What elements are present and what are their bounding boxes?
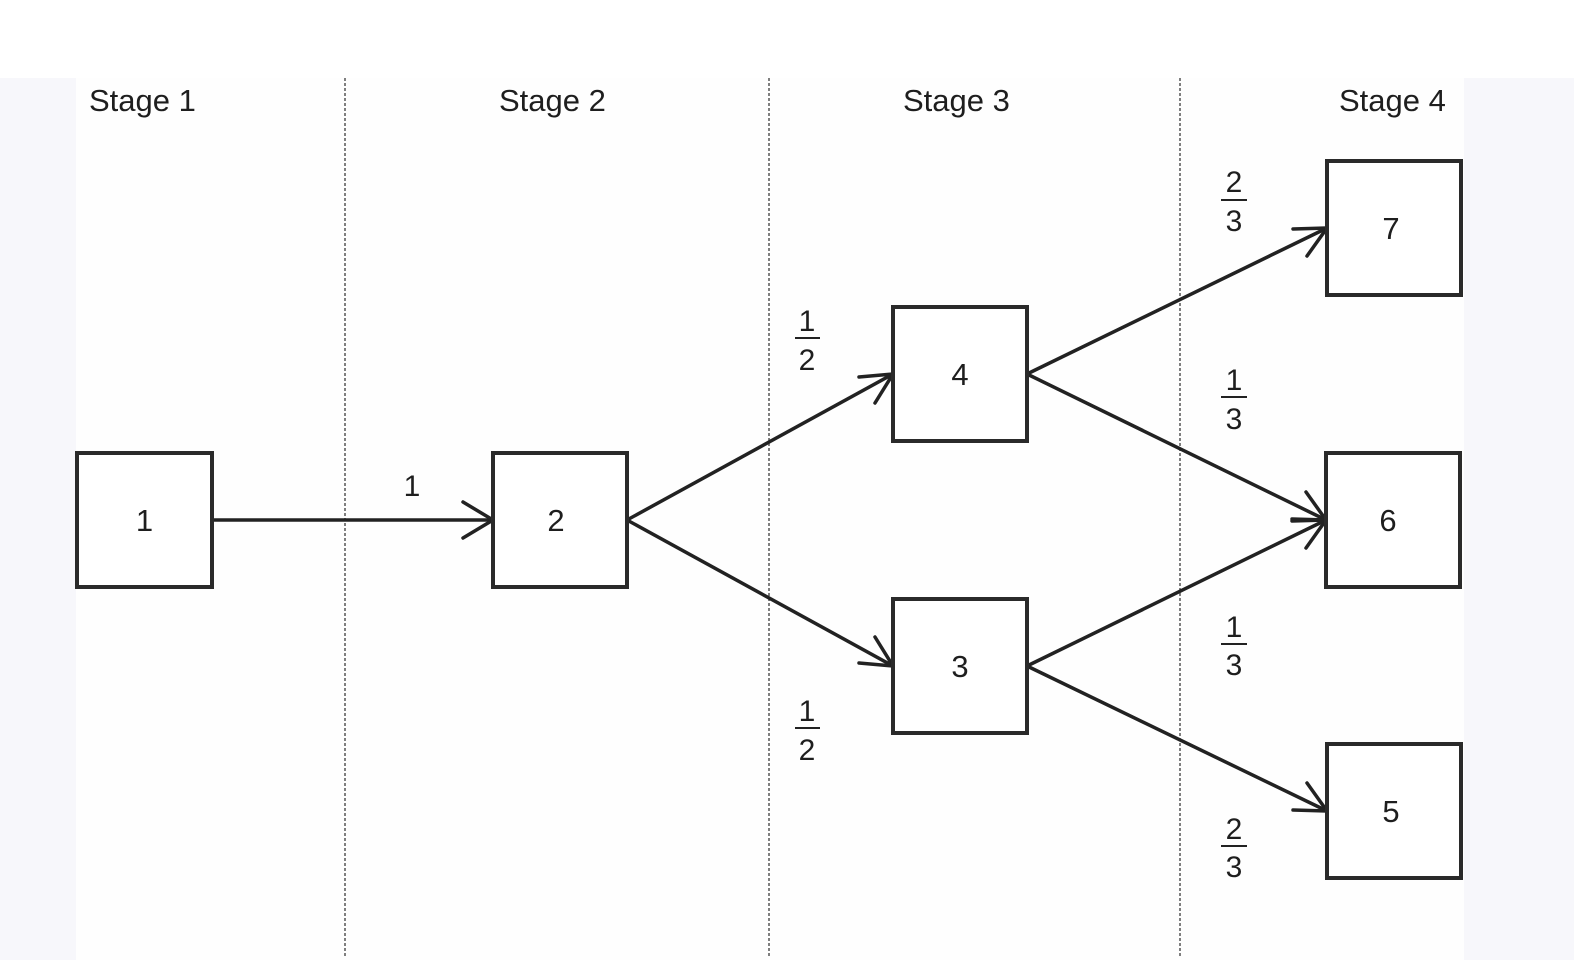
edge-4-to-7: [1026, 226, 1328, 376]
node-5: 5: [1325, 742, 1463, 880]
node-7-label: 7: [1382, 211, 1399, 246]
stage-1-label: Stage 1: [89, 83, 196, 118]
node-5-label: 5: [1382, 794, 1399, 829]
edge-2-to-4: [626, 372, 894, 522]
fraction-numerator: 1: [799, 695, 816, 728]
fraction-numerator: 2: [1226, 813, 1243, 846]
fraction-numerator: 2: [1226, 166, 1243, 199]
stage-3-label: Stage 3: [903, 83, 1010, 118]
edge-2-to-3: [626, 518, 894, 668]
edge-label-2-to-3: 1 2: [795, 695, 820, 767]
node-4: 4: [891, 305, 1029, 443]
fraction-denominator: 2: [799, 344, 816, 377]
edge-label-4-to-7: 2 3: [1221, 166, 1247, 238]
stage-4-label: Stage 4: [1339, 83, 1446, 118]
node-6: 6: [1324, 451, 1462, 589]
edge-4-to-6: [1026, 372, 1327, 522]
node-7: 7: [1325, 159, 1463, 297]
node-3: 3: [891, 597, 1029, 735]
edge-label-2-to-4: 1 2: [795, 305, 820, 377]
fraction-numerator: 1: [1226, 611, 1243, 644]
edge-3-to-6: [1026, 518, 1327, 668]
fraction-denominator: 3: [1226, 205, 1243, 238]
edge-3-to-5: [1026, 664, 1328, 813]
fraction-denominator: 3: [1226, 403, 1243, 436]
node-2: 2: [491, 451, 629, 589]
node-4-label: 4: [951, 357, 968, 392]
stage-2-label: Stage 2: [499, 83, 606, 118]
fraction-denominator: 3: [1226, 851, 1243, 884]
fraction-denominator: 2: [799, 734, 816, 767]
node-2-label: 2: [547, 503, 564, 538]
node-6-label: 6: [1379, 503, 1396, 538]
fraction-numerator: 1: [799, 305, 816, 338]
edge-label-1-to-2: 1: [404, 470, 421, 503]
node-3-label: 3: [951, 649, 968, 684]
node-1: 1: [75, 451, 214, 589]
edge-label-4-to-6: 1 3: [1221, 364, 1247, 436]
fraction-numerator: 1: [1226, 364, 1243, 397]
edge-label-3-to-6: 1 3: [1221, 611, 1247, 682]
edge-label-3-to-5: 2 3: [1221, 813, 1247, 884]
fraction-denominator: 3: [1226, 649, 1243, 682]
node-1-label: 1: [136, 503, 153, 538]
